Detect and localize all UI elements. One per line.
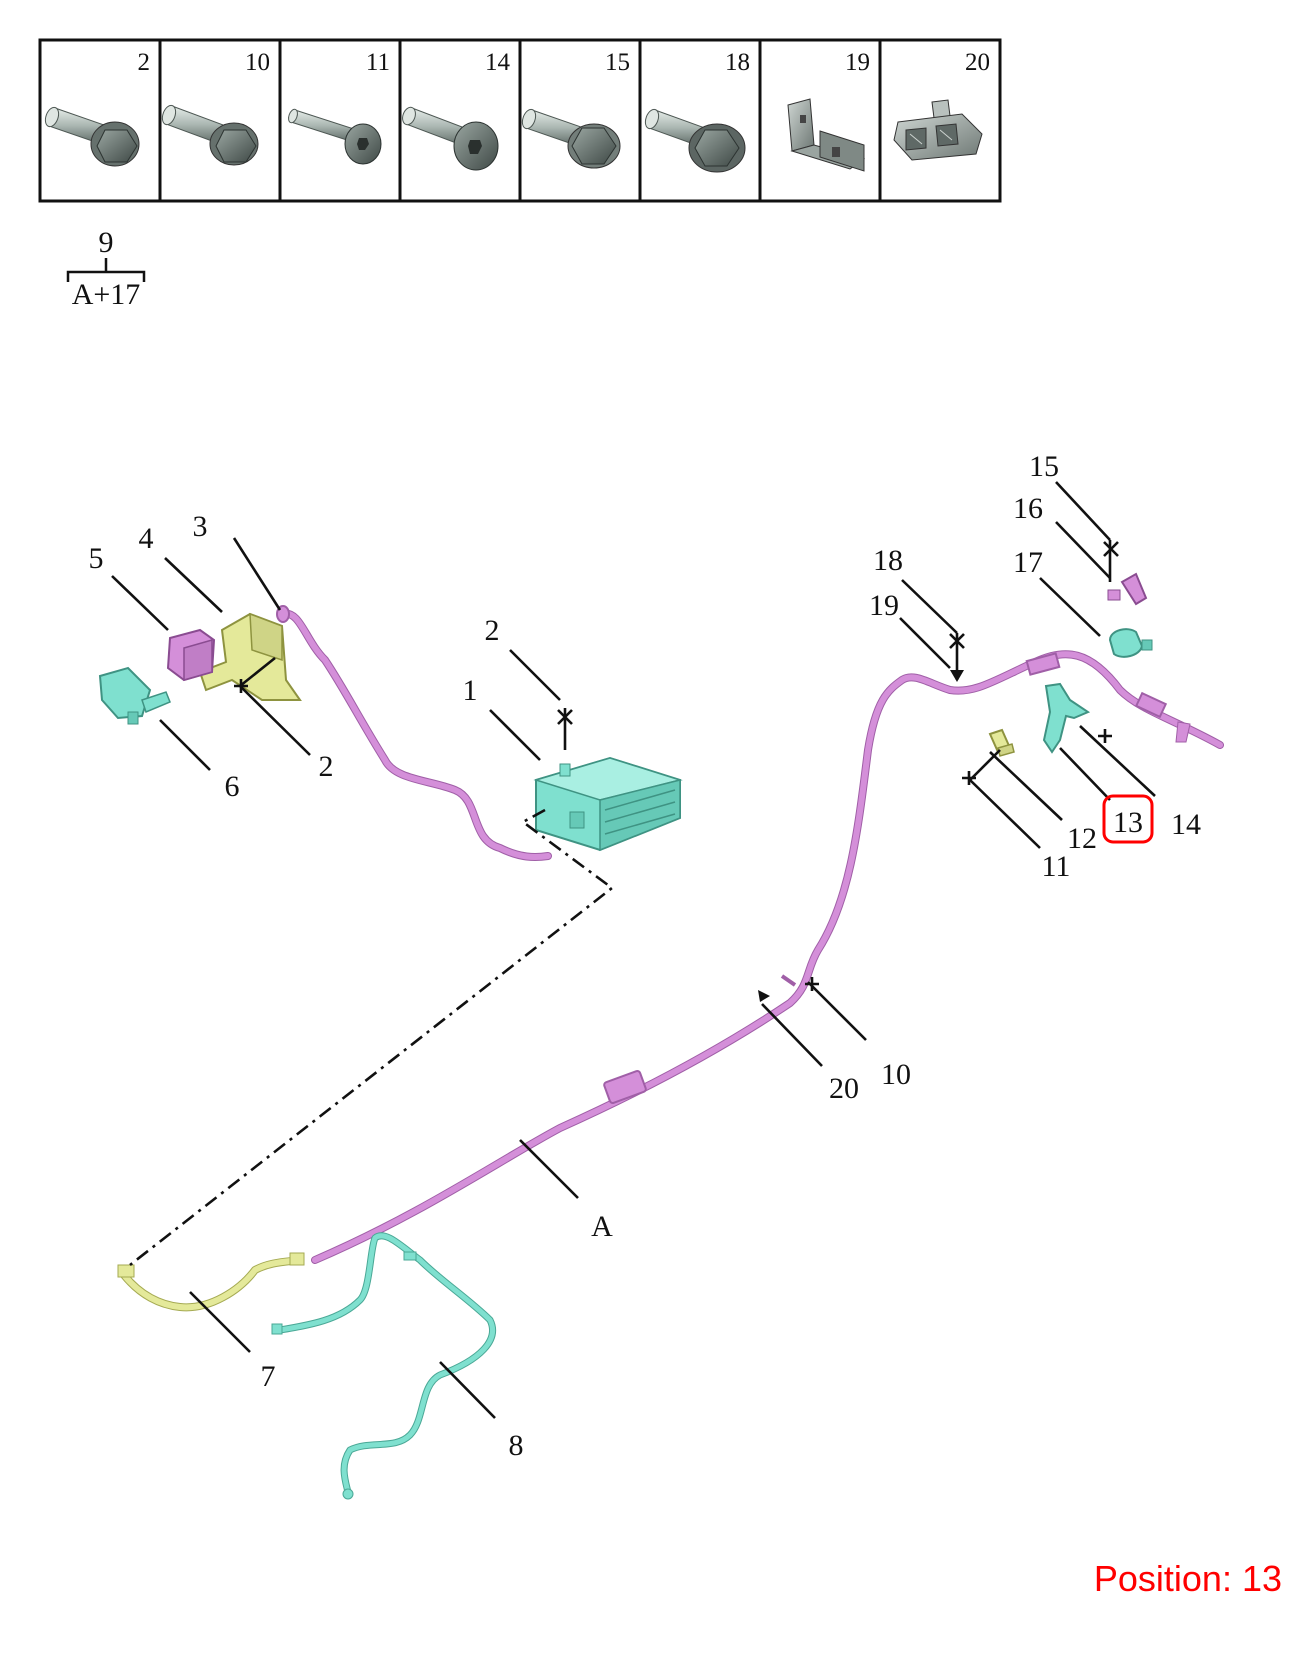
table-cell-18: 18 <box>644 49 750 173</box>
pipe-clip-icon <box>893 99 983 161</box>
highlight-box <box>1102 794 1154 844</box>
kit-note-contents: A+17 <box>72 278 141 311</box>
sensor-part-17 <box>1108 628 1153 658</box>
pipe-7 <box>117 1252 305 1312</box>
callout-5: 5 <box>89 542 104 575</box>
callout-16: 16 <box>1013 492 1043 525</box>
clip-part-12 <box>988 728 1015 757</box>
callout-1: 1 <box>463 674 478 707</box>
pump-part-6 <box>98 666 171 725</box>
table-cell-number: 2 <box>138 49 151 76</box>
callout-numbers: 1 2 2 3 4 5 6 7 8 10 11 12 13 14 15 16 1… <box>89 450 1202 1462</box>
valve-part-16 <box>1107 572 1148 606</box>
canister-part-1 <box>533 756 683 852</box>
pipe-3 <box>276 605 552 861</box>
valve-part-5 <box>166 628 216 682</box>
table-cell-number: 19 <box>845 49 870 76</box>
table-cell-number: 15 <box>605 49 630 76</box>
pipe-connector <box>1134 691 1168 719</box>
fastener-markers <box>234 541 1119 1002</box>
callout-15: 15 <box>1029 450 1059 483</box>
callout-3: 3 <box>193 510 208 543</box>
pipe-clip-body <box>603 1070 647 1104</box>
callout-13-highlighted: 13 <box>1102 794 1154 844</box>
callout-8: 8 <box>509 1429 524 1462</box>
callout-A: A <box>591 1210 613 1243</box>
table-cell-11: 11 <box>288 49 390 165</box>
table-cell-15: 15 <box>521 49 630 169</box>
table-cell-number: 18 <box>725 49 750 76</box>
callout-12: 12 <box>1067 822 1097 855</box>
torx-screw-icon <box>402 106 499 171</box>
callout-13: 13 <box>1113 806 1143 839</box>
callout-19: 19 <box>869 589 899 622</box>
leader-lines <box>111 481 1156 1419</box>
pipe-8 <box>271 1232 496 1500</box>
callout-18: 18 <box>873 544 903 577</box>
callout-2: 2 <box>485 614 500 647</box>
callout-10: 10 <box>881 1058 911 1091</box>
callout-4: 4 <box>139 522 154 555</box>
table-cell-19: 19 <box>787 49 870 172</box>
table-cell-10: 10 <box>161 49 270 166</box>
callout-7: 7 <box>261 1360 276 1393</box>
hardware-table: 2 10 11 <box>38 38 1002 203</box>
callout-17: 17 <box>1013 546 1043 579</box>
callout-20: 20 <box>829 1072 859 1105</box>
pipe-connector <box>1025 652 1061 676</box>
table-cell-2: 2 <box>44 49 151 167</box>
flange-bolt-icon <box>161 104 259 166</box>
position-label: Position: 13 <box>1093 1558 1282 1599</box>
table-cell-number: 14 <box>485 49 511 76</box>
callout-14: 14 <box>1171 808 1201 841</box>
table-cell-number: 20 <box>965 49 990 76</box>
table-cell-number: 11 <box>366 49 390 76</box>
kit-note: 9 A+17 <box>66 226 146 311</box>
hex-flange-bolt-icon <box>644 108 746 173</box>
callout-11: 11 <box>1042 850 1071 883</box>
bracket-clip-icon <box>787 98 866 172</box>
pipe-end-fitting <box>1175 721 1191 743</box>
hex-flange-bolt-icon <box>521 108 621 169</box>
pipe-A <box>311 650 1224 1264</box>
torx-screw-icon <box>288 108 382 165</box>
kit-note-number: 9 <box>99 226 114 259</box>
table-cell-number: 10 <box>245 49 270 76</box>
table-cell-14: 14 <box>402 49 511 171</box>
flange-bolt-icon <box>44 106 140 167</box>
table-cell-20: 20 <box>893 49 990 161</box>
bracket-part-13 <box>1042 682 1091 754</box>
kit-note-bracket <box>66 258 146 282</box>
bracket-part-4 <box>198 612 302 701</box>
callout-2: 2 <box>319 750 334 783</box>
callout-6: 6 <box>225 770 240 803</box>
association-line <box>129 808 615 1267</box>
